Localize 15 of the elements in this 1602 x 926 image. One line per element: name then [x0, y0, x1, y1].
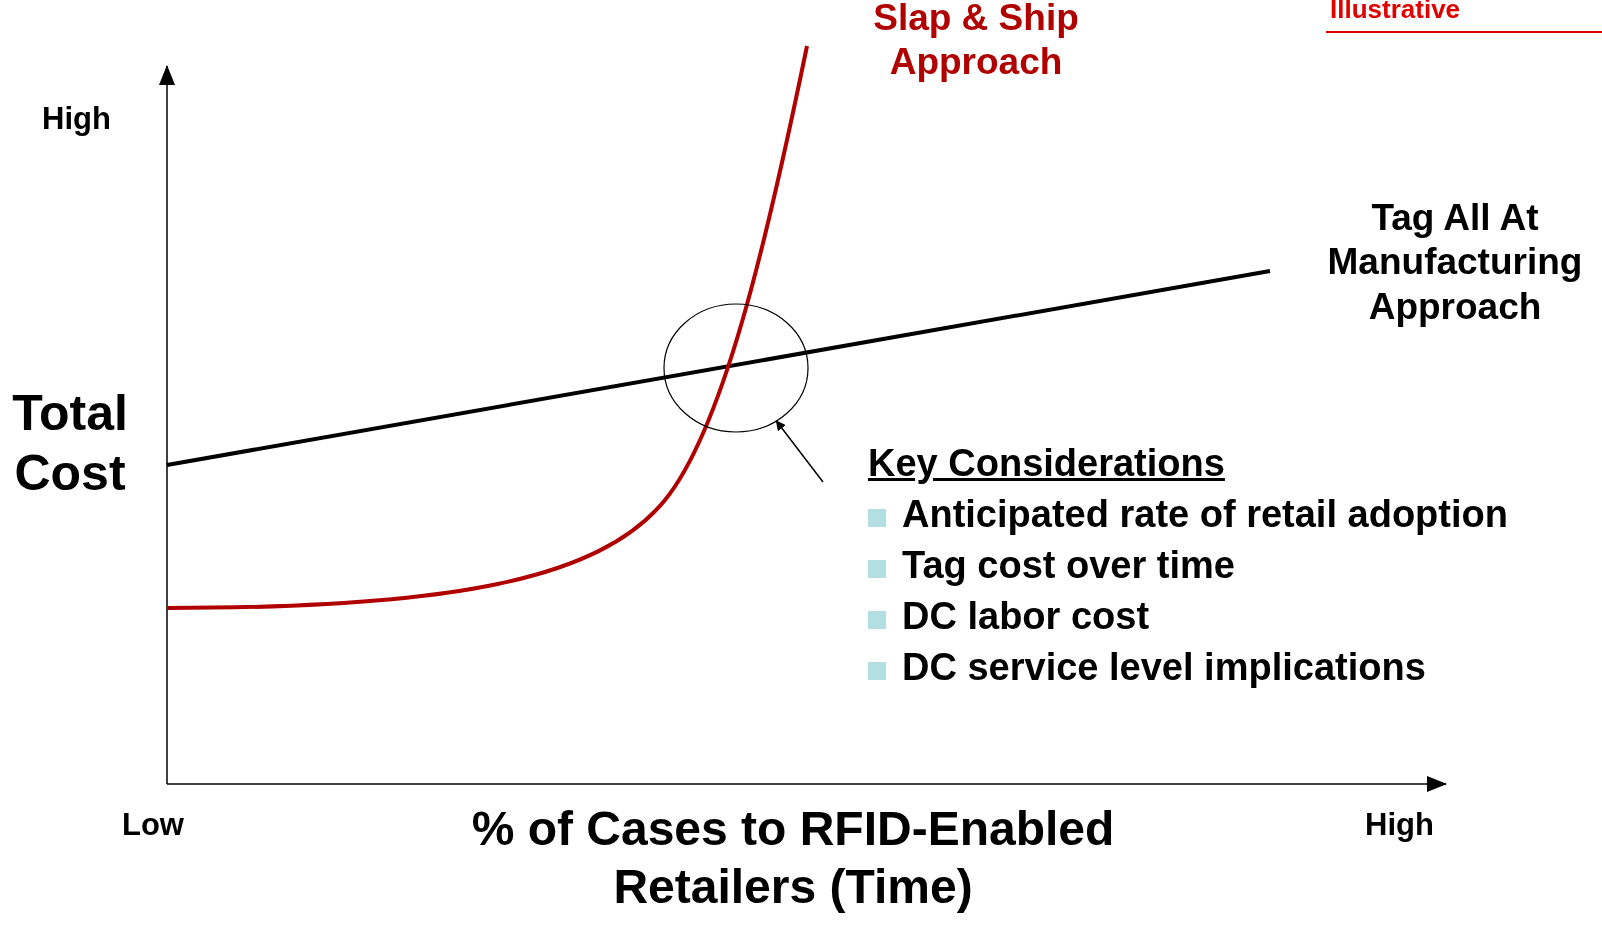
bullet-text: Anticipated rate of retail adoption	[902, 493, 1508, 536]
heading: Key Considerations	[868, 441, 1226, 486]
axis-tick-label: High	[42, 100, 112, 138]
stamp-text: Illustrative	[1330, 0, 1462, 26]
axis-title: % of Cases to RFID-Enabled Retailers (Time)	[470, 801, 1116, 915]
axis-title: Total Cost	[11, 384, 129, 503]
curve-label: Slap & Ship Approach	[872, 0, 1080, 85]
axis-tick-label: Low	[122, 806, 185, 844]
highlight-circle	[663, 303, 809, 433]
leader-arrow	[775, 420, 824, 483]
bullet-text: DC labor cost	[902, 595, 1150, 638]
bullet-text: Tag cost over time	[902, 544, 1235, 587]
line-label: Tag All At Manufacturing Approach	[1326, 196, 1584, 329]
bullet-text: DC service level implications	[902, 646, 1426, 689]
axis-tick-label: High	[1365, 806, 1435, 844]
